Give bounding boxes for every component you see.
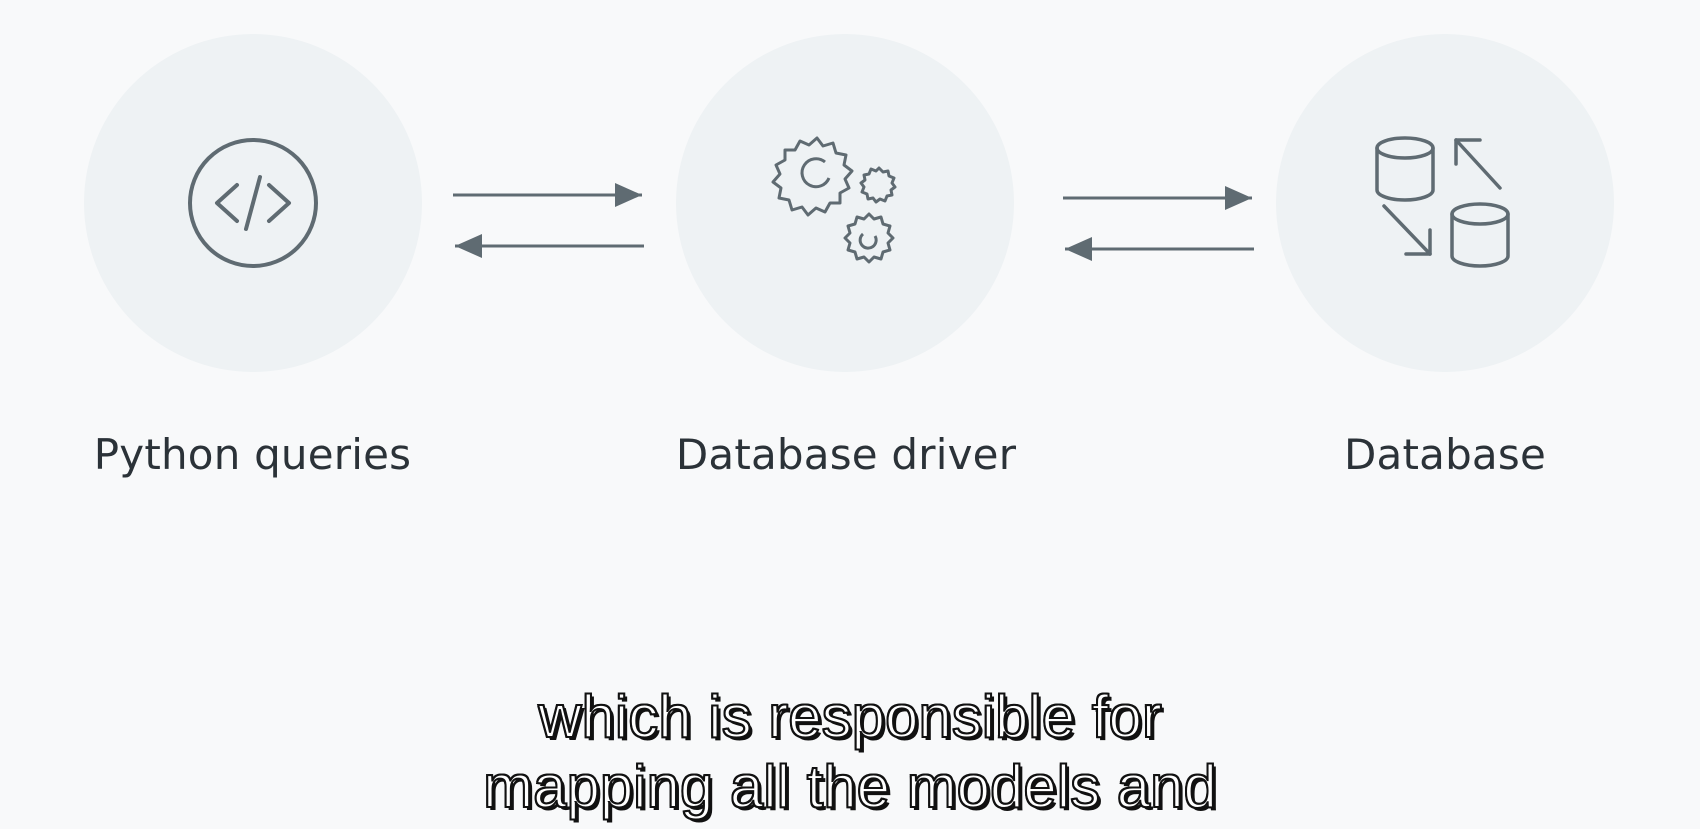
gears-icon [771, 136, 897, 264]
python-queries-label: Python queries [93, 430, 412, 479]
database-node [1276, 34, 1614, 372]
database-sync-icon [1375, 136, 1510, 268]
database-driver-label: Database driver [675, 430, 1017, 479]
python-queries-node [84, 34, 422, 372]
database-label: Database [1343, 430, 1546, 479]
code-icon [188, 138, 318, 268]
subtitle-caption: which is responsible for mapping all the… [0, 682, 1700, 822]
database-driver-node [676, 34, 1014, 372]
caption-line-1: which is responsible for [537, 682, 1163, 751]
caption-line-2: mapping all the models and [482, 752, 1218, 821]
